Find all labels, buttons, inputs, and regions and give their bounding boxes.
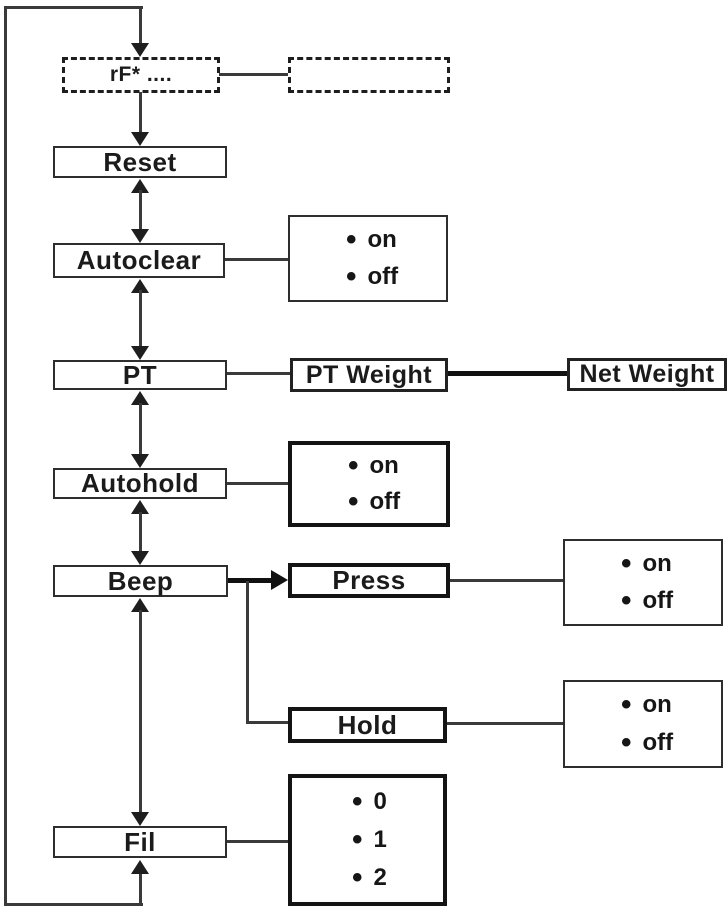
connector-beep-press — [228, 578, 273, 583]
option-label: on — [367, 226, 397, 253]
option-autoclear-off: • off — [346, 260, 446, 293]
option-autohold-on: • on — [348, 449, 446, 483]
arrowhead-down — [131, 43, 149, 57]
option-press-off: • off — [621, 584, 721, 617]
option-autoclear-on: • on — [346, 223, 446, 256]
node-autoclear: Autoclear — [53, 243, 225, 278]
connector-ptweight-netweight — [448, 371, 567, 376]
connector-hold-options — [447, 722, 563, 725]
options-autohold: • on • off — [288, 441, 450, 527]
connector-rf-to-placeholder — [219, 73, 289, 76]
loop-line-top — [4, 6, 143, 9]
loop-entry-bottom-line — [139, 872, 142, 905]
node-pt-label: PT — [122, 359, 158, 390]
connector-fil-options — [227, 840, 288, 843]
node-rf-label: rF* .... — [109, 63, 173, 86]
options-fil: • 0 • 1 • 2 — [288, 774, 447, 906]
arrow-reset-autoclear-line — [139, 190, 142, 232]
node-beep: Beep — [53, 565, 228, 597]
arrow-beep-fil-line — [139, 610, 142, 814]
connector-autohold-options — [227, 482, 288, 485]
arrowhead-up — [131, 179, 149, 193]
arrowhead-up — [131, 860, 149, 874]
connector-pt-ptweight — [227, 372, 290, 375]
node-reset: Reset — [53, 146, 227, 178]
arrowhead-right — [271, 570, 288, 590]
arrow-pt-autohold-line — [139, 403, 142, 456]
option-label: off — [642, 587, 674, 614]
option-hold-on: • on — [621, 688, 721, 722]
bullet-icon: • — [352, 785, 363, 818]
node-beep-label: Beep — [107, 565, 174, 596]
option-press-on: • on — [621, 547, 721, 580]
connector-press-options — [450, 579, 563, 582]
node-hold-label: Hold — [337, 709, 398, 740]
node-fil: Fil — [53, 826, 227, 858]
option-label: on — [642, 691, 672, 719]
loop-line-left — [4, 6, 7, 905]
bullet-icon: • — [348, 484, 359, 518]
arrowhead-down — [131, 346, 149, 360]
arrowhead-up — [131, 598, 149, 612]
bullet-icon: • — [352, 823, 363, 856]
option-fil-1: • 1 — [352, 823, 443, 856]
branch-beep-hold-hline — [246, 721, 288, 724]
arrow-rf-reset-line — [139, 92, 142, 134]
option-label: 1 — [373, 826, 387, 853]
options-hold: • on • off — [563, 680, 723, 768]
bullet-icon: • — [621, 547, 632, 580]
node-hold: Hold — [288, 707, 447, 743]
node-rf: rF* .... — [62, 57, 220, 93]
bullet-icon: • — [346, 223, 357, 256]
options-press: • on • off — [563, 539, 723, 626]
arrowhead-down — [131, 132, 149, 146]
option-label: on — [642, 550, 672, 577]
bullet-icon: • — [621, 584, 632, 617]
option-fil-2: • 2 — [352, 861, 443, 894]
arrowhead-down — [131, 229, 149, 243]
node-reset-label: Reset — [103, 146, 177, 177]
node-press: Press — [288, 563, 450, 598]
bullet-icon: • — [348, 449, 359, 483]
option-label: 0 — [373, 788, 387, 815]
node-placeholder — [288, 57, 450, 93]
arrowhead-down — [131, 812, 149, 826]
node-press-label: Press — [332, 565, 406, 595]
option-label: off — [369, 487, 401, 515]
bullet-icon: • — [346, 260, 357, 293]
option-fil-0: • 0 — [352, 785, 443, 818]
bullet-icon: • — [352, 861, 363, 894]
option-label: off — [642, 728, 674, 756]
arrowhead-up — [131, 391, 149, 405]
branch-beep-hold-vline — [246, 581, 249, 724]
bullet-icon: • — [621, 725, 632, 759]
arrowhead-up — [131, 500, 149, 514]
arrow-autohold-beep-line — [139, 512, 142, 553]
loop-line-bottom — [4, 903, 143, 906]
node-autohold-label: Autohold — [80, 468, 200, 498]
node-fil-label: Fil — [124, 826, 156, 857]
arrowhead-up — [131, 279, 149, 293]
arrowhead-down — [131, 454, 149, 468]
bullet-icon: • — [621, 688, 632, 722]
arrow-autoclear-pt-line — [139, 290, 142, 348]
arrowhead-down — [131, 551, 149, 565]
connector-autoclear-options — [225, 258, 288, 261]
options-autoclear: • on • off — [288, 215, 448, 302]
option-autohold-off: • off — [348, 484, 446, 518]
node-net-weight: Net Weight — [567, 358, 727, 391]
option-label: 2 — [373, 864, 387, 891]
node-pt-weight: PT Weight — [290, 358, 448, 392]
node-pt-weight-label: PT Weight — [305, 360, 433, 389]
node-net-weight-label: Net Weight — [579, 360, 715, 388]
loop-entry-top-line — [139, 6, 142, 44]
option-label: on — [369, 452, 399, 480]
option-label: off — [367, 263, 399, 290]
node-autohold: Autohold — [53, 468, 227, 499]
node-pt: PT — [53, 360, 227, 390]
option-hold-off: • off — [621, 725, 721, 759]
node-autoclear-label: Autoclear — [76, 245, 202, 275]
